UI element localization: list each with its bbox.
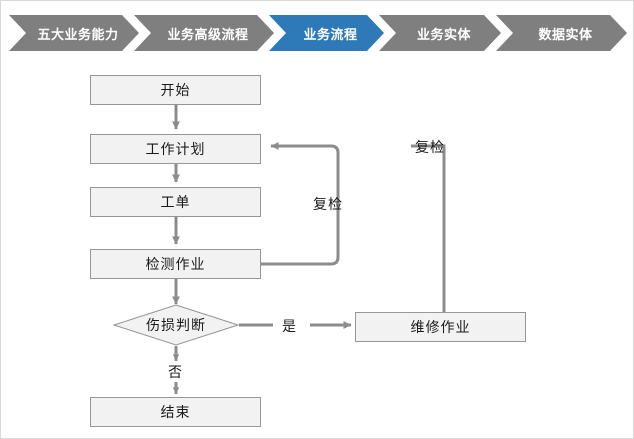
node-work-plan[interactable]: 工作计划 (90, 134, 261, 164)
breadcrumb-item-4-label: 业务实体 (416, 26, 471, 42)
breadcrumb-item-3-label: 业务流程 (303, 26, 358, 42)
edge-label-no: 否 (168, 364, 183, 380)
node-start-label: 开始 (160, 82, 191, 98)
breadcrumb-item-3[interactable]: 业务流程 (269, 15, 384, 51)
node-end-label: 结束 (160, 404, 191, 420)
edge-label-yes: 是 (282, 318, 297, 334)
node-repair[interactable]: 维修作业 (355, 312, 526, 342)
breadcrumb-item-2[interactable]: 业务高级流程 (134, 15, 274, 51)
node-work-plan-label: 工作计划 (145, 141, 206, 157)
breadcrumb-item-2-label: 业务高级流程 (167, 26, 249, 42)
node-start[interactable]: 开始 (90, 75, 261, 105)
node-decision[interactable]: 伤损判断 (112, 304, 240, 346)
breadcrumb-item-1[interactable]: 五大业务能力 (9, 15, 139, 51)
node-inspection-label: 检测作业 (145, 256, 206, 272)
edge-label-reinspect-outer: 复检 (415, 139, 445, 155)
breadcrumb: 五大业务能力 业务高级流程 业务流程 业务实体 数据实体 (1, 1, 634, 63)
node-work-order-label: 工单 (160, 194, 191, 210)
node-inspection[interactable]: 检测作业 (90, 249, 261, 279)
breadcrumb-item-4[interactable]: 业务实体 (379, 15, 501, 51)
edge-repair-reinspect-loop (411, 144, 446, 312)
node-end[interactable]: 结束 (90, 397, 261, 427)
breadcrumb-item-5-label: 数据实体 (538, 26, 593, 42)
node-repair-label: 维修作业 (410, 319, 471, 335)
node-decision-label: 伤损判断 (146, 317, 206, 333)
edge-label-reinspect-inner: 复检 (313, 196, 343, 212)
node-work-order[interactable]: 工单 (90, 187, 261, 217)
breadcrumb-item-1-label: 五大业务能力 (37, 26, 119, 42)
diamond-shape (112, 304, 240, 346)
breadcrumb-item-5[interactable]: 数据实体 (496, 15, 627, 51)
